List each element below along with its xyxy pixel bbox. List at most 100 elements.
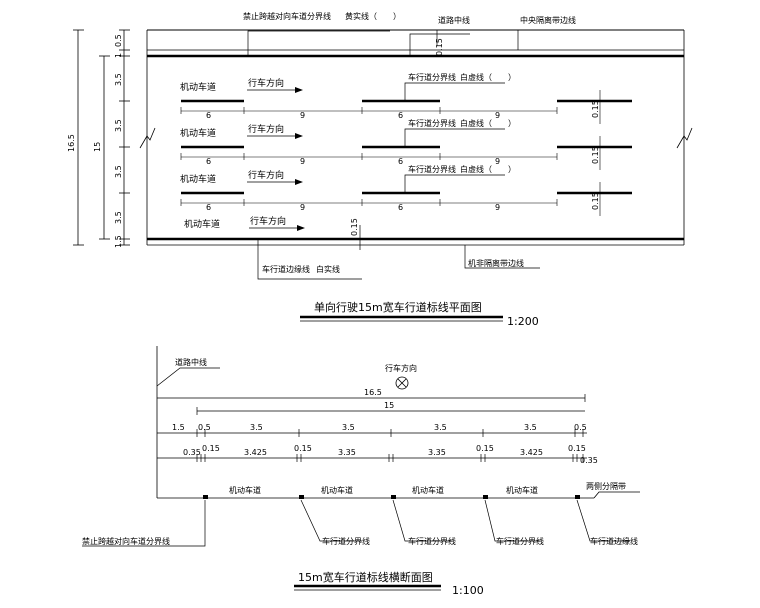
dim-mark-len-2: 6 xyxy=(398,111,403,120)
dim-total-width: 16.5 xyxy=(67,134,76,152)
label-nonmotor-edge: 机非隔离带边线 xyxy=(468,258,524,268)
plan-view xyxy=(73,29,693,322)
dim-bottom-1-5: 1.5 xyxy=(114,235,123,248)
section-label-centerline: 道路中线 xyxy=(175,357,207,367)
section-dim-r2-5: 3.35 xyxy=(428,448,446,457)
section-label-edge-line: 车行道边缘线 xyxy=(590,536,638,546)
section-dim-width-text: 15 xyxy=(384,401,394,410)
section-dim-r1-6: 0.5 xyxy=(574,423,587,432)
label-lane-divider-1: 车行道分界线 xyxy=(408,72,456,82)
section-marking-blocks xyxy=(203,495,580,499)
direction-into-page-icon xyxy=(395,376,409,390)
section-dim-r2-4: 3.35 xyxy=(338,448,356,457)
dim-ticks-lanes xyxy=(73,29,130,246)
direction-arrows xyxy=(247,89,297,229)
section-dim-r2-6: 0.15 xyxy=(476,444,494,453)
dim-mark-len-5: 6 xyxy=(206,203,211,212)
section-dim-r1-1: 0.5 xyxy=(198,423,211,432)
direction-arrowheads xyxy=(295,87,305,231)
section-leaders xyxy=(82,499,630,547)
section-dim-r2-0: 0.35 xyxy=(183,448,201,457)
section-label-divider-1: 车行道分界线 xyxy=(322,536,370,546)
mark-length-dims xyxy=(180,107,558,206)
section-dim-r1-0: 1.5 xyxy=(172,423,185,432)
label-median-edge: 中央隔离带边线 xyxy=(520,15,576,25)
section-dim-r1-4: 3.5 xyxy=(434,423,447,432)
dim-road-width: 15 xyxy=(93,142,102,152)
dim-gap-len-6: 9 xyxy=(495,203,500,212)
section-label-direction: 行车方向 xyxy=(385,363,417,373)
label-direction-1: 行车方向 xyxy=(248,77,284,89)
section-centerline-leader xyxy=(156,367,220,387)
label-centerline: 道路中线 xyxy=(438,15,470,25)
break-symbol-left xyxy=(139,127,156,149)
dim-gap-len-3: 9 xyxy=(300,157,305,166)
label-white-dashed-3: 白虚线（ ） xyxy=(460,164,516,174)
section-dim-r2-7: 3.425 xyxy=(520,448,543,457)
label-direction-3: 行车方向 xyxy=(248,169,284,181)
dim-mark-len-6: 6 xyxy=(398,203,403,212)
section-dim-r2-1: 0.15 xyxy=(202,444,220,453)
label-lane-divider-2: 车行道分界线 xyxy=(408,118,456,128)
section-dim-r1-3: 3.5 xyxy=(342,423,355,432)
dim-lane-4: 3.5 xyxy=(114,211,123,224)
label-yellow-solid: 黄实线（ ） xyxy=(345,11,401,21)
section-lane-2: 机动车道 xyxy=(321,485,353,495)
label-no-cross: 禁止跨越对向车道分界线 xyxy=(243,11,331,21)
section-label-divider-3: 车行道分界线 xyxy=(496,536,544,546)
label-motor-lane-3: 机动车道 xyxy=(180,173,216,185)
section-dim-r1-5: 3.5 xyxy=(524,423,537,432)
dim-edge-mark-width: 0.15 xyxy=(350,218,359,236)
dim-center-mark-width: 0.15 xyxy=(435,38,444,56)
label-white-dashed-2: 白虚线（ ） xyxy=(460,118,516,128)
section-scale: 1:100 xyxy=(452,584,484,597)
label-white-solid: 白实线 xyxy=(316,264,340,274)
label-direction-2: 行车方向 xyxy=(248,123,284,135)
dim-mark-len-3: 6 xyxy=(206,157,211,166)
section-lane-1: 机动车道 xyxy=(229,485,261,495)
label-lane-divider-3: 车行道分界线 xyxy=(408,164,456,174)
section-text: 道路中线 行车方向 16.5 15 1.5 0.5 3.5 3.5 3.5 3.… xyxy=(82,357,638,597)
section-dim-r2-8: 0.15 xyxy=(568,444,586,453)
section-dim-r1-2: 3.5 xyxy=(250,423,263,432)
section-dim-total-text: 16.5 xyxy=(364,388,382,397)
dim-mark-len-1: 6 xyxy=(206,111,211,120)
section-lane-4: 机动车道 xyxy=(506,485,538,495)
dim-mark-len-4: 6 xyxy=(398,157,403,166)
plan-scale: 1:200 xyxy=(507,315,539,328)
dim-gap-len-2: 9 xyxy=(495,111,500,120)
plan-text: 禁止跨越对向车道分界线 黄实线（ ） 道路中线 中央隔离带边线 机动车道 行车方… xyxy=(67,11,600,328)
section-dim-ticks xyxy=(196,394,586,462)
label-edge-line: 车行道边缘线 xyxy=(262,264,310,274)
section-view xyxy=(82,346,640,591)
dim-top-1: 1 xyxy=(114,53,123,58)
section-label-no-cross: 禁止跨越对向车道分界线 xyxy=(82,536,170,546)
label-motor-lane-1: 机动车道 xyxy=(180,81,216,93)
dim-gap-len-5: 9 xyxy=(300,203,305,212)
lane-marks xyxy=(181,99,632,195)
plan-leaders xyxy=(247,29,575,280)
section-dim-r2-3: 0.15 xyxy=(294,444,312,453)
section-dim-r2-9: 0.35 xyxy=(580,456,598,465)
section-label-side-median: 两侧分隔带 xyxy=(586,481,626,491)
label-motor-lane-2: 机动车道 xyxy=(180,127,216,139)
dim-lane-2: 3.5 xyxy=(114,119,123,132)
dim-mark-width-2: 0.15 xyxy=(591,146,600,164)
section-label-divider-2: 车行道分界线 xyxy=(408,536,456,546)
plan-title: 单向行驶15m宽车行道标线平面图 xyxy=(314,300,482,314)
break-symbol-right xyxy=(676,127,693,149)
dim-mark-width-3: 0.15 xyxy=(591,192,600,210)
section-title: 15m宽车行道标线横断面图 xyxy=(298,570,433,584)
section-lane-3: 机动车道 xyxy=(412,485,444,495)
dim-top-half: 0.5 xyxy=(114,34,123,47)
dim-mark-width-1: 0.15 xyxy=(591,100,600,118)
label-direction-4: 行车方向 xyxy=(250,215,286,227)
dim-gap-len-4: 9 xyxy=(495,157,500,166)
side-median-curb xyxy=(593,491,640,499)
dim-gap-len-1: 9 xyxy=(300,111,305,120)
dim-lane-1: 3.5 xyxy=(114,73,123,86)
section-dim-r2-2: 3.425 xyxy=(244,448,267,457)
label-motor-lane-4: 机动车道 xyxy=(184,218,220,230)
dim-lane-3: 3.5 xyxy=(114,165,123,178)
